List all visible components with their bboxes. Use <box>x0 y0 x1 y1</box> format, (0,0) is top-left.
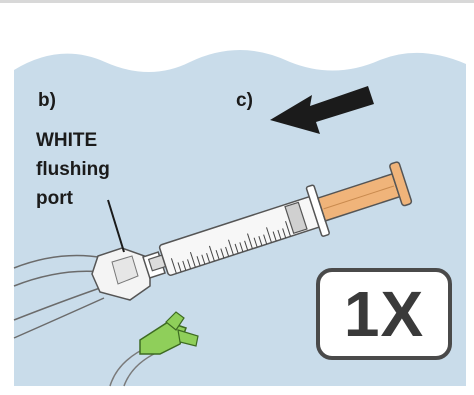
port-label-line-1: WHITE <box>36 126 110 155</box>
repeat-count-text: 1X <box>344 277 424 351</box>
step-c-label: c) <box>236 90 253 112</box>
white-flushing-port-label: WHITE flushing port <box>36 126 110 213</box>
top-frame-line <box>0 0 474 3</box>
step-b-label: b) <box>38 90 56 112</box>
port-label-line-2: flushing <box>36 155 110 184</box>
repeat-count-badge: 1X <box>316 268 452 360</box>
port-label-line-3: port <box>36 184 110 213</box>
